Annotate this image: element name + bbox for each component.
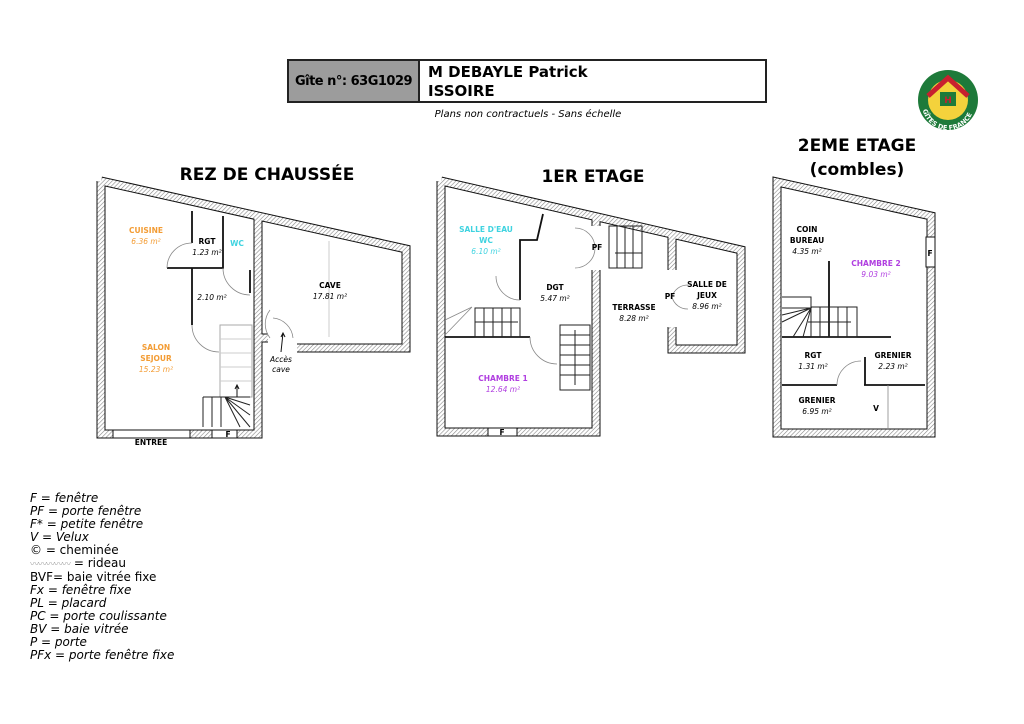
room-salle-eau-area: 6.10 m²	[471, 247, 500, 256]
room-chambre-1-area: 12.64 m²	[486, 385, 520, 394]
room-coin: COIN	[797, 225, 818, 234]
entree-label: ENTRÉE	[135, 438, 168, 447]
legend-item: V = Velux	[30, 529, 89, 544]
room-rgt: RGT	[199, 237, 217, 246]
windows	[112, 429, 238, 439]
legend: F = fenêtre PF = porte fenêtre F* = peti…	[30, 492, 174, 662]
stairs-rdc	[202, 324, 253, 428]
acces-cave-2: cave	[272, 365, 290, 374]
legend-item: P = porte	[30, 634, 87, 649]
room-salon: SALON	[142, 343, 170, 352]
room-rgt-2-area: 1.31 m²	[798, 362, 827, 371]
curtain-icon: 〰〰〰〰〰	[30, 559, 71, 570]
legend-item: BVF= baie vitrée fixe	[30, 570, 157, 585]
window-f: F	[499, 428, 504, 437]
door-pf-2: PF	[665, 292, 676, 301]
legend-item: = rideau	[73, 555, 126, 570]
legend-item: PC = porte coulissante	[30, 609, 167, 624]
stairs-2eme	[781, 296, 858, 338]
room-chambre-2: CHAMBRE 2	[851, 259, 901, 268]
legend-item: PL = placard	[30, 596, 107, 611]
plan-1er-etage: SALLE D'EAU WC 6.10 m² DGT 5.47 m² TERRA…	[436, 176, 746, 437]
window-f: F	[927, 249, 932, 258]
gite-number: Gîte n°: 63G1029	[289, 61, 420, 101]
legend-item: F* = petite fenêtre	[30, 516, 144, 531]
owner-name: M DEBAYLE Patrick	[428, 63, 588, 81]
room-chambre-1: CHAMBRE 1	[478, 374, 528, 383]
acces-cave-1: Accès	[269, 355, 292, 364]
room-grenier-1: GRENIER	[874, 351, 911, 360]
window-f: F	[225, 430, 230, 439]
room-salle-jeux: SALLE DE	[687, 280, 727, 289]
room-cave-area: 17.81 m²	[313, 292, 347, 301]
room-dgt: DGT	[546, 283, 564, 292]
room-chambre-2-area: 9.03 m²	[861, 270, 890, 279]
walls	[96, 176, 411, 439]
room-sejour: SEJOUR	[140, 354, 172, 363]
room-salle-jeux-2: JEUX	[696, 291, 717, 300]
legend-item: PFx = porte fenêtre fixe	[30, 647, 175, 662]
plan-title-2eme-sub: (combles)	[810, 160, 905, 180]
room-terrasse-area: 8.28 m²	[619, 314, 648, 323]
gites-de-france-logo: H GÎTES DE FRANCE	[918, 70, 978, 132]
room-dgt-area: 5.47 m²	[540, 294, 569, 303]
door-pf-1: PF	[592, 243, 603, 252]
velux-v: V	[873, 404, 879, 413]
room-salon-area: 15.23 m²	[139, 365, 173, 374]
room-cuisine-area: 6.36 m²	[131, 237, 160, 246]
room-cave: CAVE	[319, 281, 341, 290]
legend-item: PF = porte fenêtre	[30, 503, 142, 518]
room-rgt-area: 1.23 m²	[192, 248, 221, 257]
disclaimer: Plans non contractuels - Sans échelle	[434, 109, 622, 120]
legend-item: BV = baie vitrée	[30, 622, 129, 637]
legend-item: F = fenêtre	[30, 491, 99, 505]
legend-item: © = cheminée	[30, 542, 119, 557]
room-grenier-1-area: 2.23 m²	[878, 362, 907, 371]
owner-block: M DEBAYLE Patrick ISSOIRE	[420, 61, 596, 101]
room-salle-jeux-area: 8.96 m²	[692, 302, 721, 311]
town-name: ISSOIRE	[428, 82, 495, 100]
stairs-1er	[474, 225, 643, 391]
room-coin-bureau-area: 4.35 m²	[792, 247, 821, 256]
room-terrasse: TERRASSE	[612, 303, 655, 312]
title-block: Gîte n°: 63G1029 M DEBAYLE Patrick ISSOI…	[287, 59, 767, 103]
room-salle-eau: SALLE D'EAU	[459, 225, 513, 234]
room-rgt-2: RGT	[805, 351, 823, 360]
room-grenier-2-area: 6.95 m²	[802, 407, 831, 416]
room-wc: WC	[230, 239, 244, 248]
plan-rez-de-chaussee: CUISINE 6.36 m² RGT 1.23 m² WC 2.10 m² C…	[96, 176, 411, 447]
room-cuisine: CUISINE	[129, 226, 163, 235]
plan-title-2eme: 2EME ETAGE	[798, 136, 917, 156]
plan-2eme-etage: COIN BUREAU 4.35 m² CHAMBRE 2 9.03 m² RG…	[772, 176, 936, 438]
legend-item: Fx = fenêtre fixe	[30, 583, 132, 598]
plan-title-rdc: REZ DE CHAUSSÉE	[180, 163, 355, 185]
room-grenier-2: GRENIER	[798, 396, 835, 405]
svg-text:H: H	[944, 96, 952, 106]
room-hall-area: 2.10 m²	[197, 293, 226, 302]
room-bureau: BUREAU	[790, 236, 824, 245]
plan-title-1er: 1ER ETAGE	[541, 167, 644, 187]
legend-item-rideau: 〰〰〰〰〰 = rideau	[30, 555, 174, 572]
room-salle-eau-wc: WC	[479, 236, 493, 245]
